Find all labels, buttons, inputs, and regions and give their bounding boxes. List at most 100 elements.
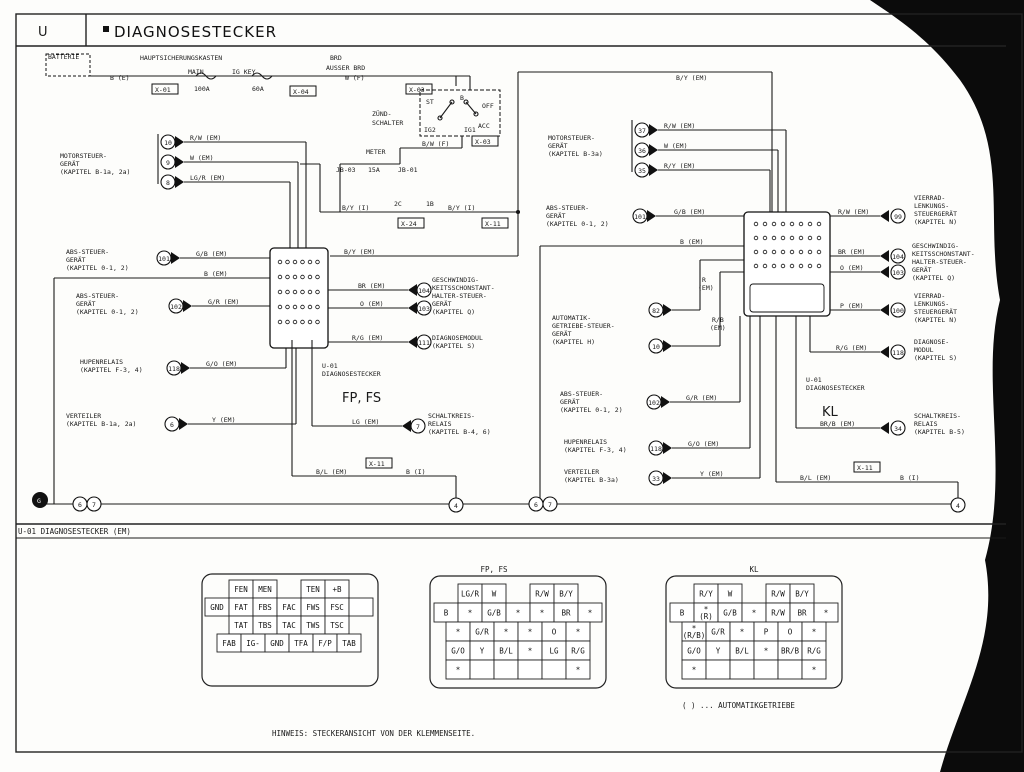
connector-pin bbox=[780, 249, 786, 255]
right-diagmod-pin: 118 bbox=[892, 349, 904, 357]
connector-cell-label: * bbox=[704, 605, 709, 614]
wire-w-f: W (F) bbox=[345, 74, 365, 82]
legend-automatik: ( ) ... AUTOMATIKGETRIEBE bbox=[682, 701, 795, 710]
connector-pin bbox=[292, 274, 298, 280]
right-auto-pin-a: 82 bbox=[652, 307, 660, 315]
connector-cell-label: * bbox=[528, 628, 533, 637]
connector-cell-label: * bbox=[740, 628, 745, 637]
ignition-switch-label-1: ZÜND- bbox=[372, 109, 392, 118]
connector-pin bbox=[300, 289, 305, 295]
x24-box bbox=[397, 217, 425, 229]
connector-cell-label: G/O bbox=[451, 647, 465, 656]
connector-cell-label: B bbox=[444, 609, 449, 618]
main-fuse-amp: 100A bbox=[194, 85, 210, 93]
connector-cell-label: IG- bbox=[246, 639, 260, 648]
connector-pin bbox=[307, 289, 313, 295]
connector-cell-label: MEN bbox=[258, 585, 272, 594]
right-x11: X-11 bbox=[857, 464, 873, 472]
right-schalt-pin: 34 bbox=[894, 425, 902, 433]
connector-cell-label: TFA bbox=[294, 639, 308, 648]
title-bullet bbox=[103, 26, 109, 32]
svg-text:ABS-STEUER-: ABS-STEUER- bbox=[66, 248, 109, 256]
left-node-7: 7 bbox=[92, 501, 96, 509]
connector-pin bbox=[771, 221, 777, 227]
connector-cell-label: P bbox=[764, 628, 769, 637]
right-hupe-pin: 118 bbox=[650, 445, 662, 453]
left-abs2-pin-number: 102 bbox=[170, 303, 182, 311]
svg-text:RELAIS: RELAIS bbox=[914, 420, 938, 428]
connector-cell-label: * bbox=[824, 609, 829, 618]
wire-by-em-top: B/Y (EM) bbox=[676, 74, 707, 82]
svg-text:(KAPITEL 0-1, 2): (KAPITEL 0-1, 2) bbox=[76, 308, 139, 316]
connector-pin bbox=[807, 221, 813, 227]
connector-pin bbox=[771, 263, 777, 269]
x04-box bbox=[289, 85, 317, 97]
svg-text:(KAPITEL Q): (KAPITEL Q) bbox=[432, 308, 475, 316]
svg-text:(KAPITEL B-5): (KAPITEL B-5) bbox=[914, 428, 965, 436]
connector-cell bbox=[753, 659, 779, 680]
right-abs1-wire: G/B (EM) bbox=[674, 208, 705, 216]
connector-pin bbox=[780, 235, 786, 241]
connector-view-kl bbox=[665, 575, 843, 689]
scan-shadow bbox=[870, 0, 1024, 772]
connector-pin bbox=[816, 221, 822, 227]
connector-cell-label: B/L bbox=[499, 647, 513, 656]
connector-cell-label: O bbox=[788, 628, 793, 637]
connector-pin bbox=[277, 304, 283, 310]
left-motor-wire-label: W (EM) bbox=[190, 154, 213, 162]
svg-text:DIAGNOSESTECKER: DIAGNOSESTECKER bbox=[322, 370, 381, 378]
connector-pin bbox=[807, 263, 813, 269]
connector-pin bbox=[762, 263, 768, 269]
connector-cell-label: FWS bbox=[306, 603, 320, 612]
left-abs1-wire: G/B (EM) bbox=[196, 250, 227, 258]
connector-cell-label: (R) bbox=[699, 612, 713, 621]
svg-text:SCHALTKREIS-: SCHALTKREIS- bbox=[914, 412, 961, 420]
connector-cell bbox=[348, 597, 374, 617]
connector-pin bbox=[285, 319, 290, 325]
svg-text:(KAPITEL B-1a, 2a): (KAPITEL B-1a, 2a) bbox=[66, 420, 136, 428]
svg-text:LENKUNGS-: LENKUNGS- bbox=[914, 300, 949, 308]
connector-pin bbox=[798, 263, 804, 269]
connector-cell bbox=[729, 659, 755, 680]
connector-pin bbox=[315, 274, 320, 280]
left-bl-em: B/L (EM) bbox=[316, 468, 347, 476]
connector-cell-label: (R/B) bbox=[683, 631, 706, 640]
conn-1b: 1B bbox=[426, 200, 434, 208]
left-abs1-pin-number: 101 bbox=[158, 255, 170, 263]
connector-cell-label: TAB bbox=[342, 639, 356, 648]
connector-pin bbox=[277, 259, 283, 265]
ignition-switch-label-2: SCHALTER bbox=[372, 119, 403, 127]
jb01-label: JB-01 bbox=[398, 166, 418, 174]
left-b-i: B (I) bbox=[406, 468, 426, 476]
connector-cell-label: * bbox=[576, 628, 581, 637]
connector-pin bbox=[807, 235, 813, 241]
brd-label: BRD bbox=[330, 54, 342, 62]
connector-cell bbox=[541, 659, 567, 680]
connector-cell-label: G/B bbox=[723, 609, 737, 618]
connector-cell-label: BR bbox=[561, 609, 571, 618]
right-motor-pin-arrow bbox=[649, 144, 658, 156]
connector-cell-label: LG/R bbox=[461, 590, 480, 599]
connector-cell-label: * bbox=[456, 628, 461, 637]
ausser-brd-label: AUSSER BRD bbox=[326, 64, 365, 72]
left-o-em: O (EM) bbox=[360, 300, 383, 308]
left-motor-pin-number: 9 bbox=[166, 159, 170, 167]
meter-label: METER bbox=[366, 148, 386, 156]
connector-cell-label: GND bbox=[210, 603, 224, 612]
left-motor-pin-number: 10 bbox=[164, 139, 172, 147]
svg-text:(KAPITEL 0-1, 2): (KAPITEL 0-1, 2) bbox=[560, 406, 623, 414]
svg-text:(KAPITEL 0-1, 2): (KAPITEL 0-1, 2) bbox=[546, 220, 609, 228]
connector-cell-label: LG bbox=[549, 647, 559, 656]
connector-pin bbox=[771, 235, 777, 241]
connector-cell-label: R/G bbox=[571, 647, 585, 656]
left-geschw-pin-b: 103 bbox=[418, 305, 430, 313]
connector-cell bbox=[336, 633, 362, 653]
right-motor-wire-label: R/Y (EM) bbox=[664, 162, 695, 170]
wire-by-i-b: B/Y (I) bbox=[448, 204, 475, 212]
right-p-em: P (EM) bbox=[840, 302, 863, 310]
svg-text:(KAPITEL 0-1, 2): (KAPITEL 0-1, 2) bbox=[66, 264, 129, 272]
right-motor-pin-number: 37 bbox=[638, 127, 646, 135]
svg-text:(KAPITEL Q): (KAPITEL Q) bbox=[912, 274, 955, 282]
igkey-fuse-label: IG KEY bbox=[232, 68, 256, 76]
connector-cell-label: FBS bbox=[258, 603, 272, 612]
